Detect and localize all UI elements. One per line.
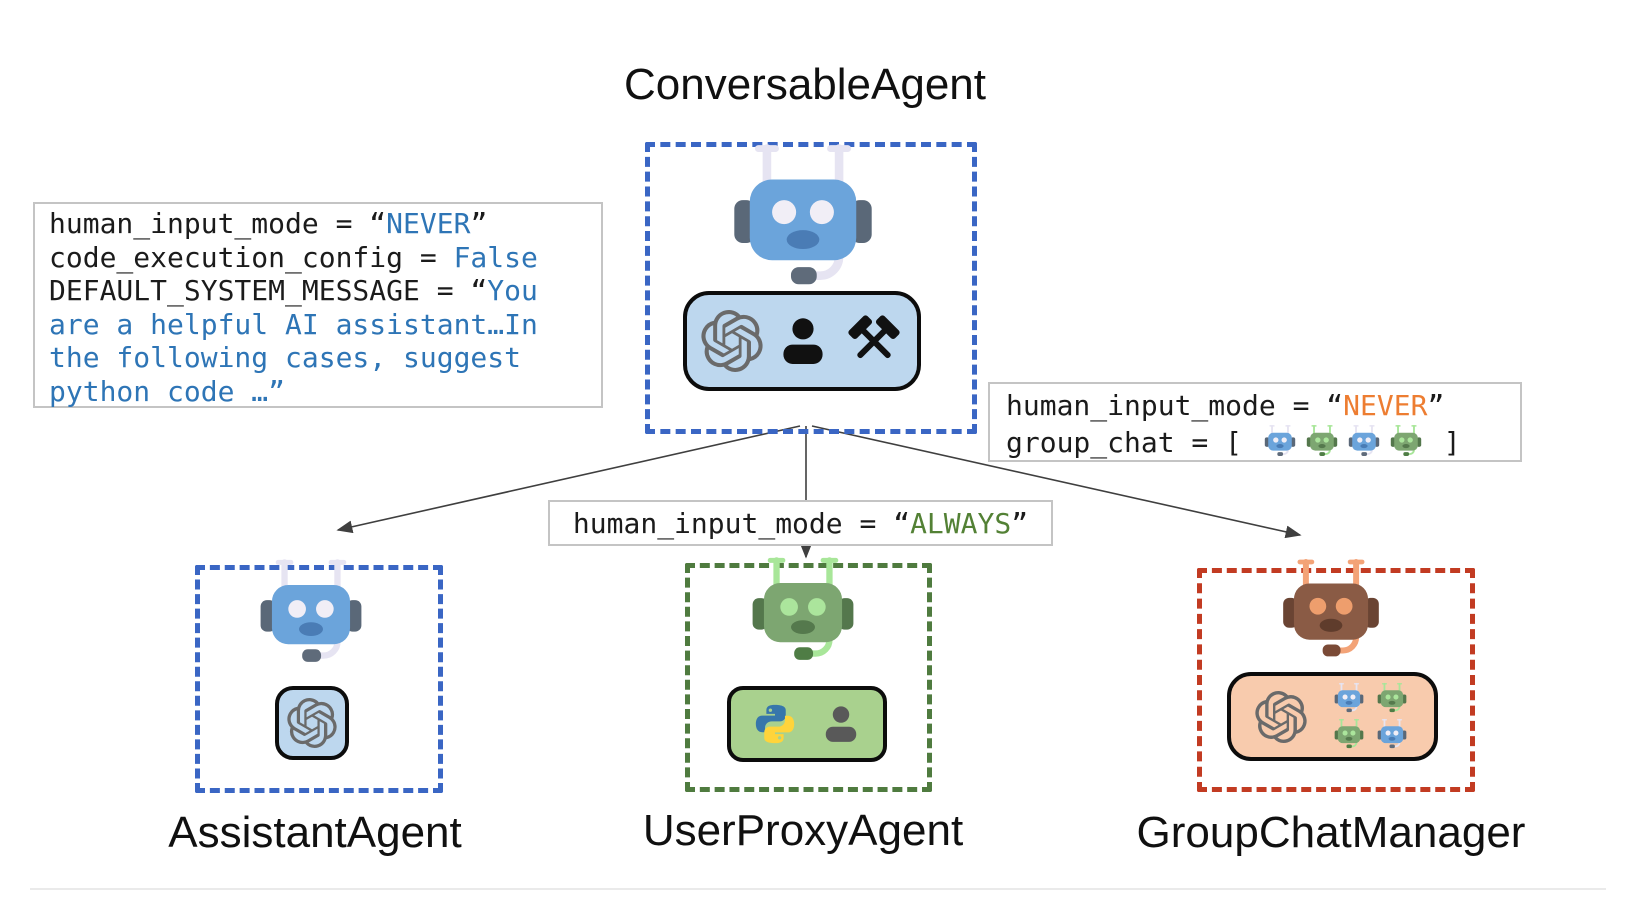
conversable-capability-pill xyxy=(683,291,921,391)
robot-icon xyxy=(1387,424,1425,459)
group-chat-robot-grid xyxy=(1331,682,1410,751)
robot-icon xyxy=(740,554,866,670)
code-line-group-chat: group_chat = [ xyxy=(1006,424,1520,461)
userproxy-agent-box xyxy=(685,563,932,792)
code-line: human_input_mode = “ALWAYS” xyxy=(572,507,1029,540)
robot-icon xyxy=(1271,556,1391,666)
assistant-agent-box xyxy=(195,565,443,793)
assistant-config-code: human_input_mode = “NEVER” code_executio… xyxy=(33,202,603,408)
arrow-to-assistant xyxy=(336,425,801,534)
groupchatmanager-agent-box xyxy=(1197,568,1475,792)
assistant-agent-label: AssistantAgent xyxy=(168,808,462,857)
openai-logo-icon xyxy=(287,698,337,749)
group-chat-robot-list xyxy=(1259,424,1427,459)
code-segment: group_chat = [ xyxy=(1006,426,1259,459)
code-line: human_input_mode = “NEVER” xyxy=(1006,389,1445,422)
robot-icon xyxy=(1303,424,1341,459)
robot-icon xyxy=(1374,682,1410,715)
code-line: code_execution_config = False xyxy=(49,240,538,274)
openai-logo-icon xyxy=(1255,690,1307,743)
robot-icon xyxy=(248,556,374,672)
person-icon xyxy=(776,314,830,368)
userproxy-agent-label: UserProxyAgent xyxy=(642,806,964,855)
groupchat-capability-pill xyxy=(1227,672,1438,761)
robot-icon xyxy=(1345,424,1383,459)
groupchat-config-code: human_input_mode = “NEVER” group_chat = … xyxy=(988,382,1522,462)
robot-icon xyxy=(717,140,889,298)
assistant-capability-pill xyxy=(275,686,349,760)
tools-icon xyxy=(844,311,904,371)
code-line: are a helpful AI assistant…In xyxy=(49,307,538,341)
arrow-to-groupchatmanager xyxy=(811,425,1302,539)
robot-icon xyxy=(1374,718,1410,751)
bottom-divider xyxy=(30,888,1606,890)
userproxy-capability-pill xyxy=(727,686,887,762)
code-segment: ] xyxy=(1426,426,1461,459)
userproxy-config-code: human_input_mode = “ALWAYS” xyxy=(548,500,1053,546)
code-line: human_input_mode = “NEVER” xyxy=(49,207,488,240)
code-line: the following cases, suggest xyxy=(49,341,522,374)
python-logo-icon xyxy=(752,701,798,747)
robot-icon xyxy=(1261,424,1299,459)
openai-logo-icon xyxy=(700,310,763,373)
conversable-agent-box xyxy=(645,142,977,434)
robot-icon xyxy=(1331,718,1367,751)
code-line: DEFAULT_SYSTEM_MESSAGE = “You xyxy=(49,274,538,307)
page-title: ConversableAgent xyxy=(623,60,986,109)
groupchatmanager-agent-label: GroupChatManager xyxy=(1136,808,1526,857)
person-icon xyxy=(820,703,862,745)
robot-icon xyxy=(1331,682,1367,715)
code-line: python code …” xyxy=(49,374,286,408)
